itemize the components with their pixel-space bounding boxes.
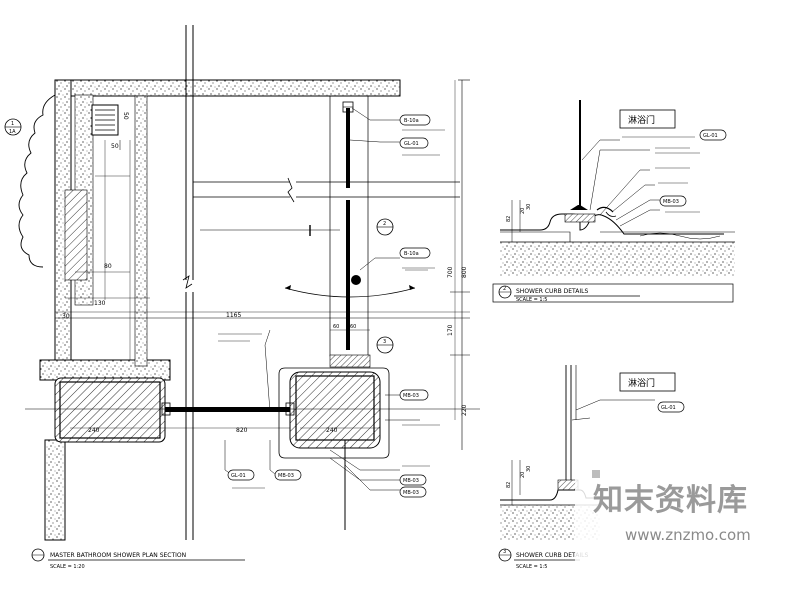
- detail-top-dim-82: 82: [506, 216, 512, 222]
- watermark: 知末资料库 www.znzmo.com: [575, 428, 800, 563]
- dim-60b: 60: [350, 324, 356, 330]
- partition-strip: [134, 95, 148, 367]
- section-callout-2: 2: [376, 218, 394, 236]
- shower-plan: 50 50 80 130 30 1165 60 60 240 240 820 7…: [4, 25, 480, 570]
- detail-bottom-dim-30: 30: [526, 466, 532, 472]
- tag-b10a-mid: B-10a: [399, 247, 435, 269]
- detail-bottom-tag-gl01: GL-01: [657, 401, 685, 413]
- detail-top-dim-30: 30: [526, 204, 532, 210]
- curb-hatch: [329, 354, 371, 368]
- detail-top-scale: SCALE = 1:5: [516, 297, 547, 303]
- glass-panel-fixed: [346, 108, 350, 188]
- revision-cloud: [18, 94, 56, 268]
- dim-700: 700: [447, 266, 454, 278]
- tag-mb03-right: MB-03: [399, 389, 440, 426]
- bottom-glass-panel: [165, 407, 290, 412]
- svg-text:B-10a: B-10a: [404, 251, 419, 257]
- section-callout-3: 3: [376, 336, 394, 354]
- break-symbol: [287, 177, 295, 203]
- hatched-panel: [64, 189, 88, 281]
- svg-text:1: 1: [11, 121, 14, 127]
- detail-top-callout: 2: [503, 286, 506, 292]
- wall-top: [54, 79, 401, 97]
- watermark-logo-icon: [592, 470, 600, 478]
- svg-text:3: 3: [383, 339, 386, 345]
- dim-800: 800: [461, 266, 468, 278]
- svg-text:MB-03: MB-03: [403, 478, 419, 484]
- curb-block-left: [54, 377, 166, 443]
- tag-mb03-bottom: MB-03: [274, 469, 302, 481]
- plan-title-block: MASTER BATHROOM SHOWER PLAN SECTION SCAL…: [31, 548, 245, 570]
- detail-bottom-dim-20: 20: [520, 472, 526, 478]
- svg-text:2: 2: [383, 221, 386, 227]
- detail-bottom-callout: 3: [503, 549, 506, 555]
- svg-text:MB-03: MB-03: [278, 473, 294, 479]
- tag-gl01-top: GL-01: [399, 137, 440, 156]
- detail-bottom-dim-82: 82: [506, 482, 512, 488]
- curb-block-right-outline: [278, 367, 390, 459]
- dim-240b: 240: [326, 427, 338, 434]
- dim-60a: 60: [333, 324, 339, 330]
- section-callout-1: 1 1A: [4, 118, 22, 136]
- svg-text:1A: 1A: [9, 129, 16, 135]
- watermark-brand: 知末资料库: [593, 483, 748, 518]
- dim-170: 170: [447, 324, 454, 336]
- dim-1165: 1165: [226, 312, 241, 319]
- curb-profile-top: [500, 213, 724, 235]
- dim-80: 80: [104, 263, 112, 270]
- detail-top-tag-gl01: GL-01: [699, 129, 727, 141]
- shower-curb-detail-top: 淋浴门 82 20 30: [492, 100, 735, 303]
- door-handle: [351, 275, 361, 285]
- detail-top-tag-mb03: MB-03: [659, 195, 687, 207]
- svg-text:GL-01: GL-01: [661, 405, 676, 411]
- svg-text:GL-01: GL-01: [404, 141, 419, 147]
- svg-text:B-10a: B-10a: [404, 118, 419, 124]
- detail-bottom-chinese-label: 淋浴门: [628, 377, 655, 389]
- detail-bottom-scale: SCALE = 1:5: [516, 564, 547, 570]
- dim-130: 130: [94, 300, 106, 307]
- tag-gl01-bottom: GL-01: [227, 469, 265, 489]
- dim-30: 30: [62, 313, 70, 320]
- detail-top-dim-20: 20: [520, 208, 526, 214]
- detail-bottom-title: SHOWER CURB DETAILS: [516, 552, 588, 559]
- detail-top-title: SHOWER CURB DETAILS: [516, 288, 588, 295]
- dim-820: 820: [236, 427, 248, 434]
- tag-b10a-top: B-10a: [399, 114, 445, 131]
- door-swing-arc: [284, 287, 416, 298]
- tag-mb03-lower-a: MB-03: [399, 465, 430, 486]
- svg-text:MB-03: MB-03: [403, 490, 419, 496]
- wall-bottom-left: [39, 359, 171, 381]
- dim-220: 220: [461, 404, 468, 416]
- svg-text:MB-03: MB-03: [663, 199, 679, 205]
- wall-lower-left-block: [44, 439, 66, 541]
- svg-text:GL-01: GL-01: [231, 473, 246, 479]
- dim-50b: 50: [111, 143, 119, 150]
- svg-text:MB-03: MB-03: [403, 393, 419, 399]
- tag-mb03-lower-b: MB-03: [399, 486, 427, 498]
- plan-title: MASTER BATHROOM SHOWER PLAN SECTION: [50, 552, 186, 559]
- svg-text:GL-01: GL-01: [703, 133, 718, 139]
- plan-scale: SCALE = 1:20: [50, 564, 85, 570]
- dim-240a: 240: [88, 427, 100, 434]
- watermark-url: www.znzmo.com: [625, 526, 751, 544]
- glass-panel-door: [346, 200, 350, 350]
- curb-block-right: [289, 371, 381, 449]
- dim-50a: 50: [122, 112, 129, 120]
- detail-top-chinese-label: 淋浴门: [628, 114, 655, 126]
